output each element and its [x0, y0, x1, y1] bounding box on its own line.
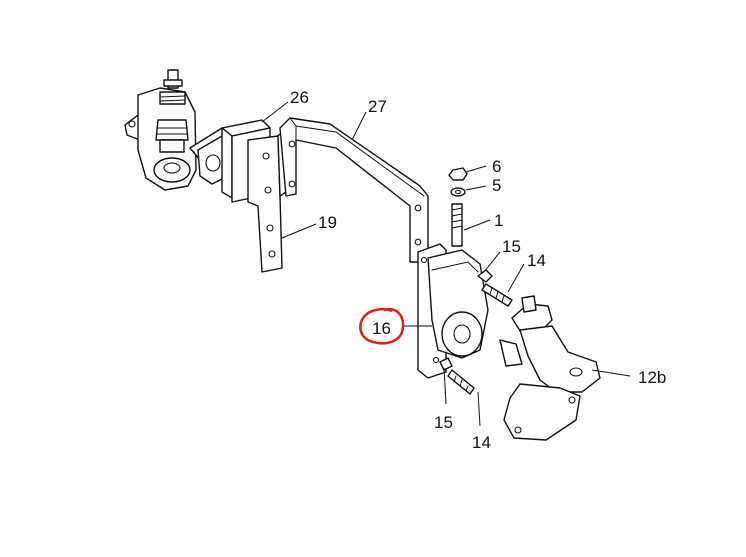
callout-12b: 12b — [638, 368, 666, 387]
right-knuckle — [499, 295, 601, 441]
left-knuckle-assembly — [124, 69, 233, 191]
nut-washer-bolt — [448, 167, 468, 247]
callout-1: 1 — [494, 211, 503, 230]
highlight-circle — [359, 307, 405, 345]
callout-labels: 26 27 19 6 5 1 15 14 16 12b 15 14 — [290, 88, 666, 452]
callout-14-lower: 14 — [472, 433, 491, 452]
callout-5: 5 — [492, 176, 501, 195]
callout-6: 6 — [492, 157, 501, 176]
callout-26: 26 — [290, 88, 309, 107]
left-mount-plate — [221, 119, 287, 273]
bracket-block — [417, 243, 489, 379]
u-bar — [279, 117, 429, 263]
callout-14-upper: 14 — [527, 251, 546, 270]
upper-bolt-set — [477, 269, 513, 307]
callout-15-upper: 15 — [502, 237, 521, 256]
leader-lines — [261, 101, 631, 427]
callout-27: 27 — [368, 97, 387, 116]
callout-15-lower: 15 — [434, 413, 453, 432]
lower-bolt-set — [439, 357, 475, 395]
callout-16: 16 — [372, 319, 391, 338]
callout-19: 19 — [318, 213, 337, 232]
